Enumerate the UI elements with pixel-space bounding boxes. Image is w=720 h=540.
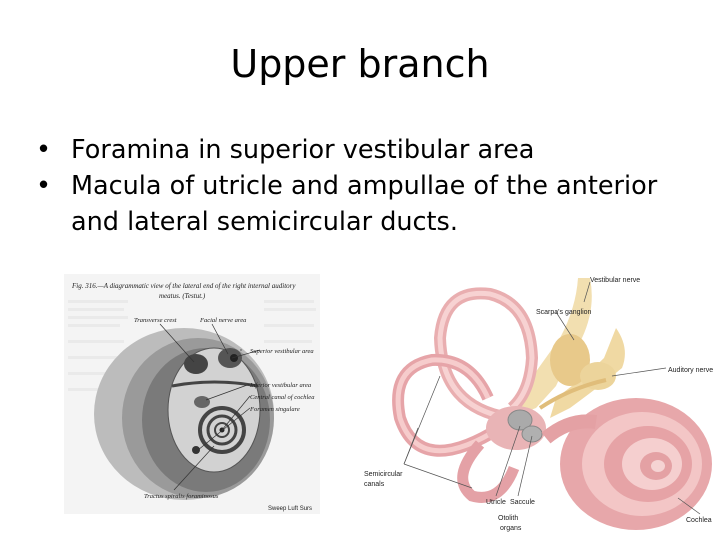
label-foramen-singulare: Foramen singulare <box>249 406 300 413</box>
label-otolith: Otolith <box>498 515 518 522</box>
bullet-item: • Macula of utricle and ampullae of the … <box>36 168 696 240</box>
label-facial-nerve-area: Facial nerve area <box>199 317 246 324</box>
label-tractus: Tractus spiralis foraminosus <box>144 493 219 500</box>
label-cochlea: Cochlea <box>686 517 712 524</box>
label-transverse-crest: Transverse crest <box>134 317 177 324</box>
label-auditory-nerve: Auditory nerve <box>668 367 713 374</box>
label-saccule: Saccule <box>510 499 535 506</box>
bullet-text: Macula of utricle and ampullae of the an… <box>71 171 658 237</box>
bullet-list: • Foramina in superior vestibular area •… <box>36 132 696 240</box>
internal-auditory-meatus-figure: Fig. 316.—A diagrammatic view of the lat… <box>64 274 320 514</box>
label-vestibular-nerve: Vestibular nerve <box>590 277 640 284</box>
figure-caption: Fig. 316.—A diagrammatic view of the lat… <box>71 282 296 290</box>
label-scarpa-ganglion: Scarpa's ganglion <box>536 309 592 316</box>
bullet-item: • Foramina in superior vestibular area <box>36 132 696 168</box>
label-utricle: Utricle <box>486 499 506 506</box>
label-semicircular: Semicircular <box>364 471 403 478</box>
bullet-text: Foramina in superior vestibular area <box>71 135 535 165</box>
label-superior-vestibular-area: Superior vestibular area <box>250 348 314 355</box>
bullet-dot-icon: • <box>36 135 52 165</box>
inner-ear-illustration: Vestibular nerve Scarpa's ganglion Audit… <box>364 277 713 532</box>
figure-credit: Sweep Luft Surs <box>268 506 312 512</box>
label-inferior-vestibular-area: Inferior vestibular area <box>249 382 311 389</box>
figure-caption: meatus. (Testut.) <box>159 292 206 300</box>
slide-title: Upper branch <box>230 42 490 86</box>
bullet-dot-icon: • <box>36 171 52 201</box>
label-central-canal: Central canal of cochlea <box>250 394 314 401</box>
label-canals: canals <box>364 481 385 488</box>
label-organs: organs <box>500 525 522 532</box>
